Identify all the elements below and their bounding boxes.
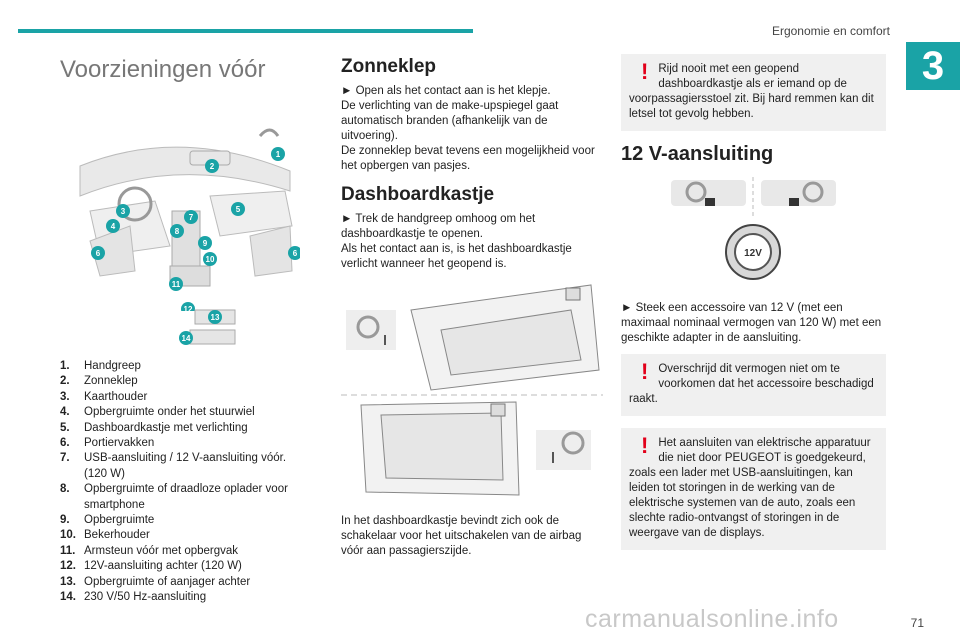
- socket-instructions: ► Steek een accessoire van 12 V (met een…: [621, 302, 882, 344]
- callout-7: 7: [184, 210, 198, 224]
- heading-glovebox: Dashboardkastje: [341, 184, 495, 205]
- svg-text:4: 4: [111, 222, 116, 231]
- callout-9: 9: [198, 236, 212, 250]
- callout-1: 1: [271, 147, 285, 161]
- steering-wheel-icon: [536, 430, 591, 470]
- callout-10: 10: [203, 252, 217, 266]
- svg-text:12: 12: [184, 305, 193, 311]
- callout-2: 2: [205, 159, 219, 173]
- svg-text:6: 6: [293, 249, 298, 258]
- warning-box: ! Rijd nooit met een geopend dashboardka…: [621, 54, 886, 131]
- column-12v-socket: ! Rijd nooit met een geopend dashboardka…: [621, 54, 886, 562]
- steering-wheel-icon: [671, 180, 746, 206]
- glovebox-airbag-note: In het dashboardkastje bevindt zich ook …: [341, 515, 582, 557]
- list-item: 13.Opbergruimte of aanjager achter: [60, 575, 251, 588]
- column-front-equipment: Voorzieningen vóór 1 2 3 4 5 6 6 7: [60, 56, 302, 606]
- warning-box: ! Overschrijd dit vermogen niet om te vo…: [621, 354, 886, 416]
- heading-sunvisor: Zonneklep: [341, 56, 437, 77]
- list-item: 1.Handgreep: [60, 360, 141, 372]
- header-accent-bar: [18, 29, 473, 33]
- exclamation-icon: !: [641, 433, 649, 458]
- callout-6-left: 6: [91, 246, 105, 260]
- section-title: Ergonomie en comfort: [771, 24, 890, 38]
- warning-box: ! Het aansluiten van elektrische apparat…: [621, 428, 886, 550]
- svg-text:12V: 12V: [744, 248, 762, 259]
- interior-diagram: 1 2 3 4 5 6 6 7 8 9 10 11 12 13 14: [60, 96, 302, 353]
- list-item: 2.Zonneklep: [60, 375, 138, 388]
- glovebox-illustration: [341, 284, 603, 496]
- svg-text:3: 3: [121, 207, 126, 216]
- socket-illustration: 12V: [671, 177, 836, 280]
- airbag-switch-icon: [565, 287, 581, 301]
- list-item: 7.USB-aansluiting / 12 V-aansluiting vóó…: [60, 452, 287, 480]
- list-item: 8.Opbergruimte of draadloze oplader voor…: [60, 483, 288, 511]
- glovebox-instructions: ► Trek de handgreep omhoog om het dashbo…: [341, 213, 572, 270]
- exclamation-icon: !: [641, 59, 649, 84]
- sunvisor-instructions: ► Open als het contact aan is het klepje…: [341, 85, 595, 172]
- callout-14: 14: [179, 331, 193, 345]
- chapter-number: 3: [906, 42, 960, 90]
- dashboard-illustration: 1 2 3 4 5 6 6 7 8 9 10 11 12: [79, 128, 302, 316]
- page-number: 71: [910, 616, 924, 630]
- list-item: 3.Kaarthouder: [60, 390, 148, 403]
- svg-text:2: 2: [210, 162, 215, 171]
- callout-4: 4: [106, 219, 120, 233]
- svg-text:10: 10: [206, 255, 215, 264]
- socket-12v-icon: 12V: [725, 224, 781, 280]
- callout-6-right: 6: [288, 246, 302, 260]
- svg-text:14: 14: [182, 334, 191, 343]
- list-item: 4.Opbergruimte onder het stuurwiel: [60, 406, 255, 419]
- heading-12v-socket: 12 V-aansluiting: [621, 143, 774, 165]
- svg-text:13: 13: [211, 313, 220, 322]
- list-item: 12.12V-aansluiting achter (120 W): [60, 560, 242, 573]
- callout-3: 3: [116, 204, 130, 218]
- rear-console-illustration: 13 14: [179, 309, 236, 345]
- steering-wheel-icon: [761, 180, 836, 206]
- list-item: 6.Portiervakken: [60, 437, 155, 450]
- svg-text:6: 6: [96, 249, 101, 258]
- watermark: carmanualsonline.info: [585, 605, 839, 633]
- svg-text:7: 7: [189, 213, 194, 222]
- exclamation-icon: !: [641, 359, 649, 384]
- list-item: 10.Bekerhouder: [60, 529, 150, 542]
- svg-text:8: 8: [175, 227, 180, 236]
- list-item: 5.Dashboardkastje met verlichting: [60, 421, 248, 434]
- svg-text:9: 9: [203, 239, 208, 248]
- steering-wheel-icon: [346, 310, 396, 350]
- svg-text:1: 1: [276, 150, 281, 159]
- callout-5: 5: [231, 202, 245, 216]
- list-item: 9.Opbergruimte: [60, 514, 155, 527]
- legend-list: 1.Handgreep 2.Zonneklep 3.Kaarthouder 4.…: [60, 359, 300, 606]
- callout-8: 8: [170, 224, 184, 238]
- column-sunvisor-glovebox: Zonneklep ► Open als het contact aan is …: [341, 56, 603, 567]
- list-item: 11.Armsteun vóór met opbergvak: [60, 544, 239, 557]
- callout-11: 11: [169, 277, 183, 291]
- callout-13: 13: [208, 310, 222, 324]
- list-item: 14.230 V/50 Hz-aansluiting: [60, 591, 207, 604]
- svg-text:5: 5: [236, 205, 241, 214]
- page-title: Voorzieningen vóór: [60, 56, 266, 83]
- svg-text:11: 11: [172, 280, 181, 289]
